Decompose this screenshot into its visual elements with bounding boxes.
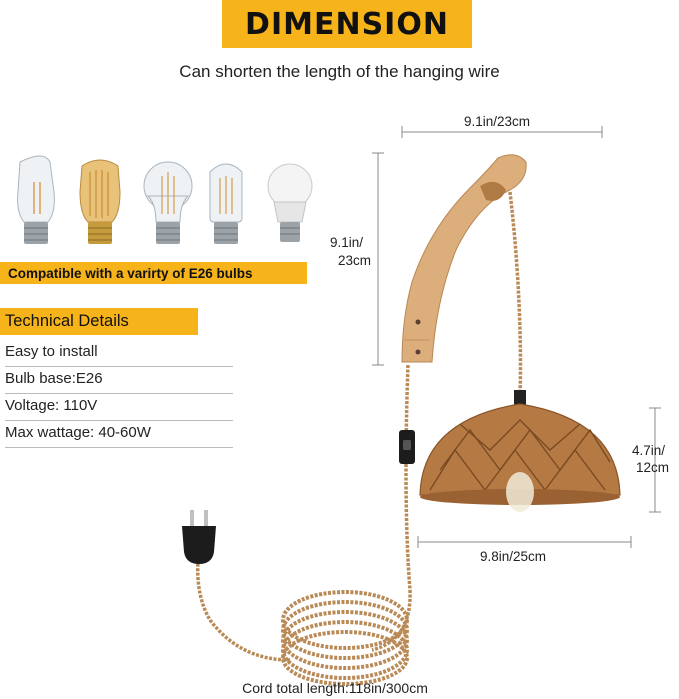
arm-width-label: 9.1in/23cm: [464, 114, 531, 129]
shade-height-label-line2: 12cm: [636, 460, 670, 475]
subtitle: Can shorten the length of the hanging wi…: [179, 62, 500, 81]
hanging-cord: [508, 191, 523, 393]
rattan-shade-icon: [419, 390, 621, 512]
spec-row-voltage: Voltage: 110V: [5, 394, 233, 421]
technical-details-heading: Technical Details: [0, 308, 198, 335]
cord-length-label: Cord total length:118in/300cm: [242, 680, 428, 696]
bulb-led-icon: [267, 163, 313, 242]
shade-width-label: 9.8in/25cm: [480, 549, 547, 564]
bulb-compatibility-banner: Compatible with a varirty of E26 bulbs: [0, 262, 307, 284]
bulb-a19-icon: [143, 161, 193, 244]
inline-switch-icon: [399, 430, 415, 464]
arm-height-label-line1: 9.1in/: [330, 235, 364, 250]
wooden-arm-icon: [401, 154, 527, 363]
plug-icon: [182, 510, 216, 564]
page-title: DIMENSION: [245, 6, 449, 42]
power-cord: [371, 364, 412, 652]
plug-cord: [196, 561, 291, 662]
spec-row-wattage: Max wattage: 40-60W: [5, 421, 233, 448]
dimension-lines: [372, 126, 661, 548]
bulb-t45-icon: [209, 163, 243, 244]
arm-height-label-line2: 23cm: [338, 253, 372, 268]
title-banner: DIMENSION: [222, 0, 472, 48]
spec-row-bulb-base: Bulb base:E26: [5, 367, 233, 394]
spec-row-install: Easy to install: [5, 340, 233, 367]
bulb-lineup: [17, 155, 313, 244]
shade-height-label-line1: 4.7in/: [632, 443, 666, 458]
bulb-st64-icon: [17, 155, 55, 244]
bulb-vintage-icon: [79, 159, 121, 244]
cord-coil: [281, 590, 409, 686]
